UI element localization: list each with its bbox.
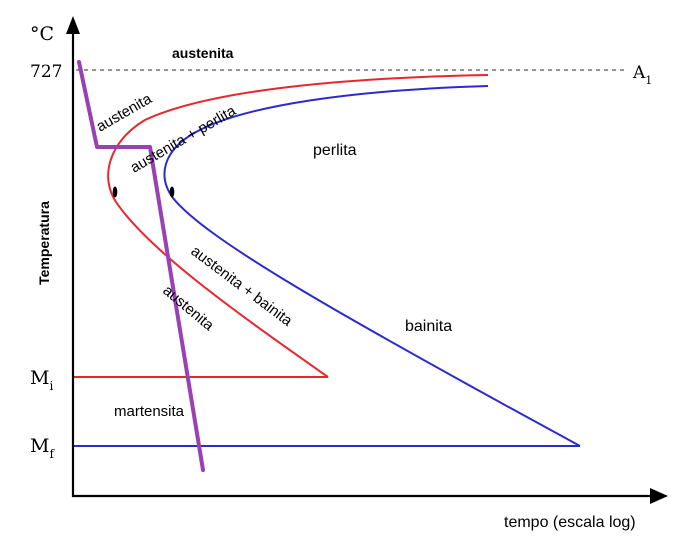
mi-label: Mi (30, 367, 53, 393)
cooling-path (77, 60, 205, 472)
region-martensita: martensita (114, 403, 185, 420)
end-curve (163, 85, 581, 447)
a1-label: A1 (632, 63, 652, 87)
start-nose-mark (112, 186, 118, 198)
y-axis-arrow (66, 16, 80, 34)
region-austenita-left: austenita (94, 90, 156, 135)
region-bainita: bainita (405, 318, 452, 335)
region-austenita-top: austenita (172, 45, 234, 61)
y-axis-label: Temperatura (36, 201, 52, 285)
x-axis-label: tempo (escala log) (504, 514, 636, 531)
x-axis-arrow (650, 488, 668, 504)
start-curve (107, 74, 489, 378)
mf-label: Mf (30, 435, 55, 461)
region-austenita-perlita: austenita + perlita (128, 102, 240, 176)
y-axis-unit: °C (30, 23, 54, 45)
region-perlita: perlita (313, 142, 357, 159)
end-nose-mark (169, 186, 175, 198)
y-tick-727: 727 (30, 62, 62, 82)
